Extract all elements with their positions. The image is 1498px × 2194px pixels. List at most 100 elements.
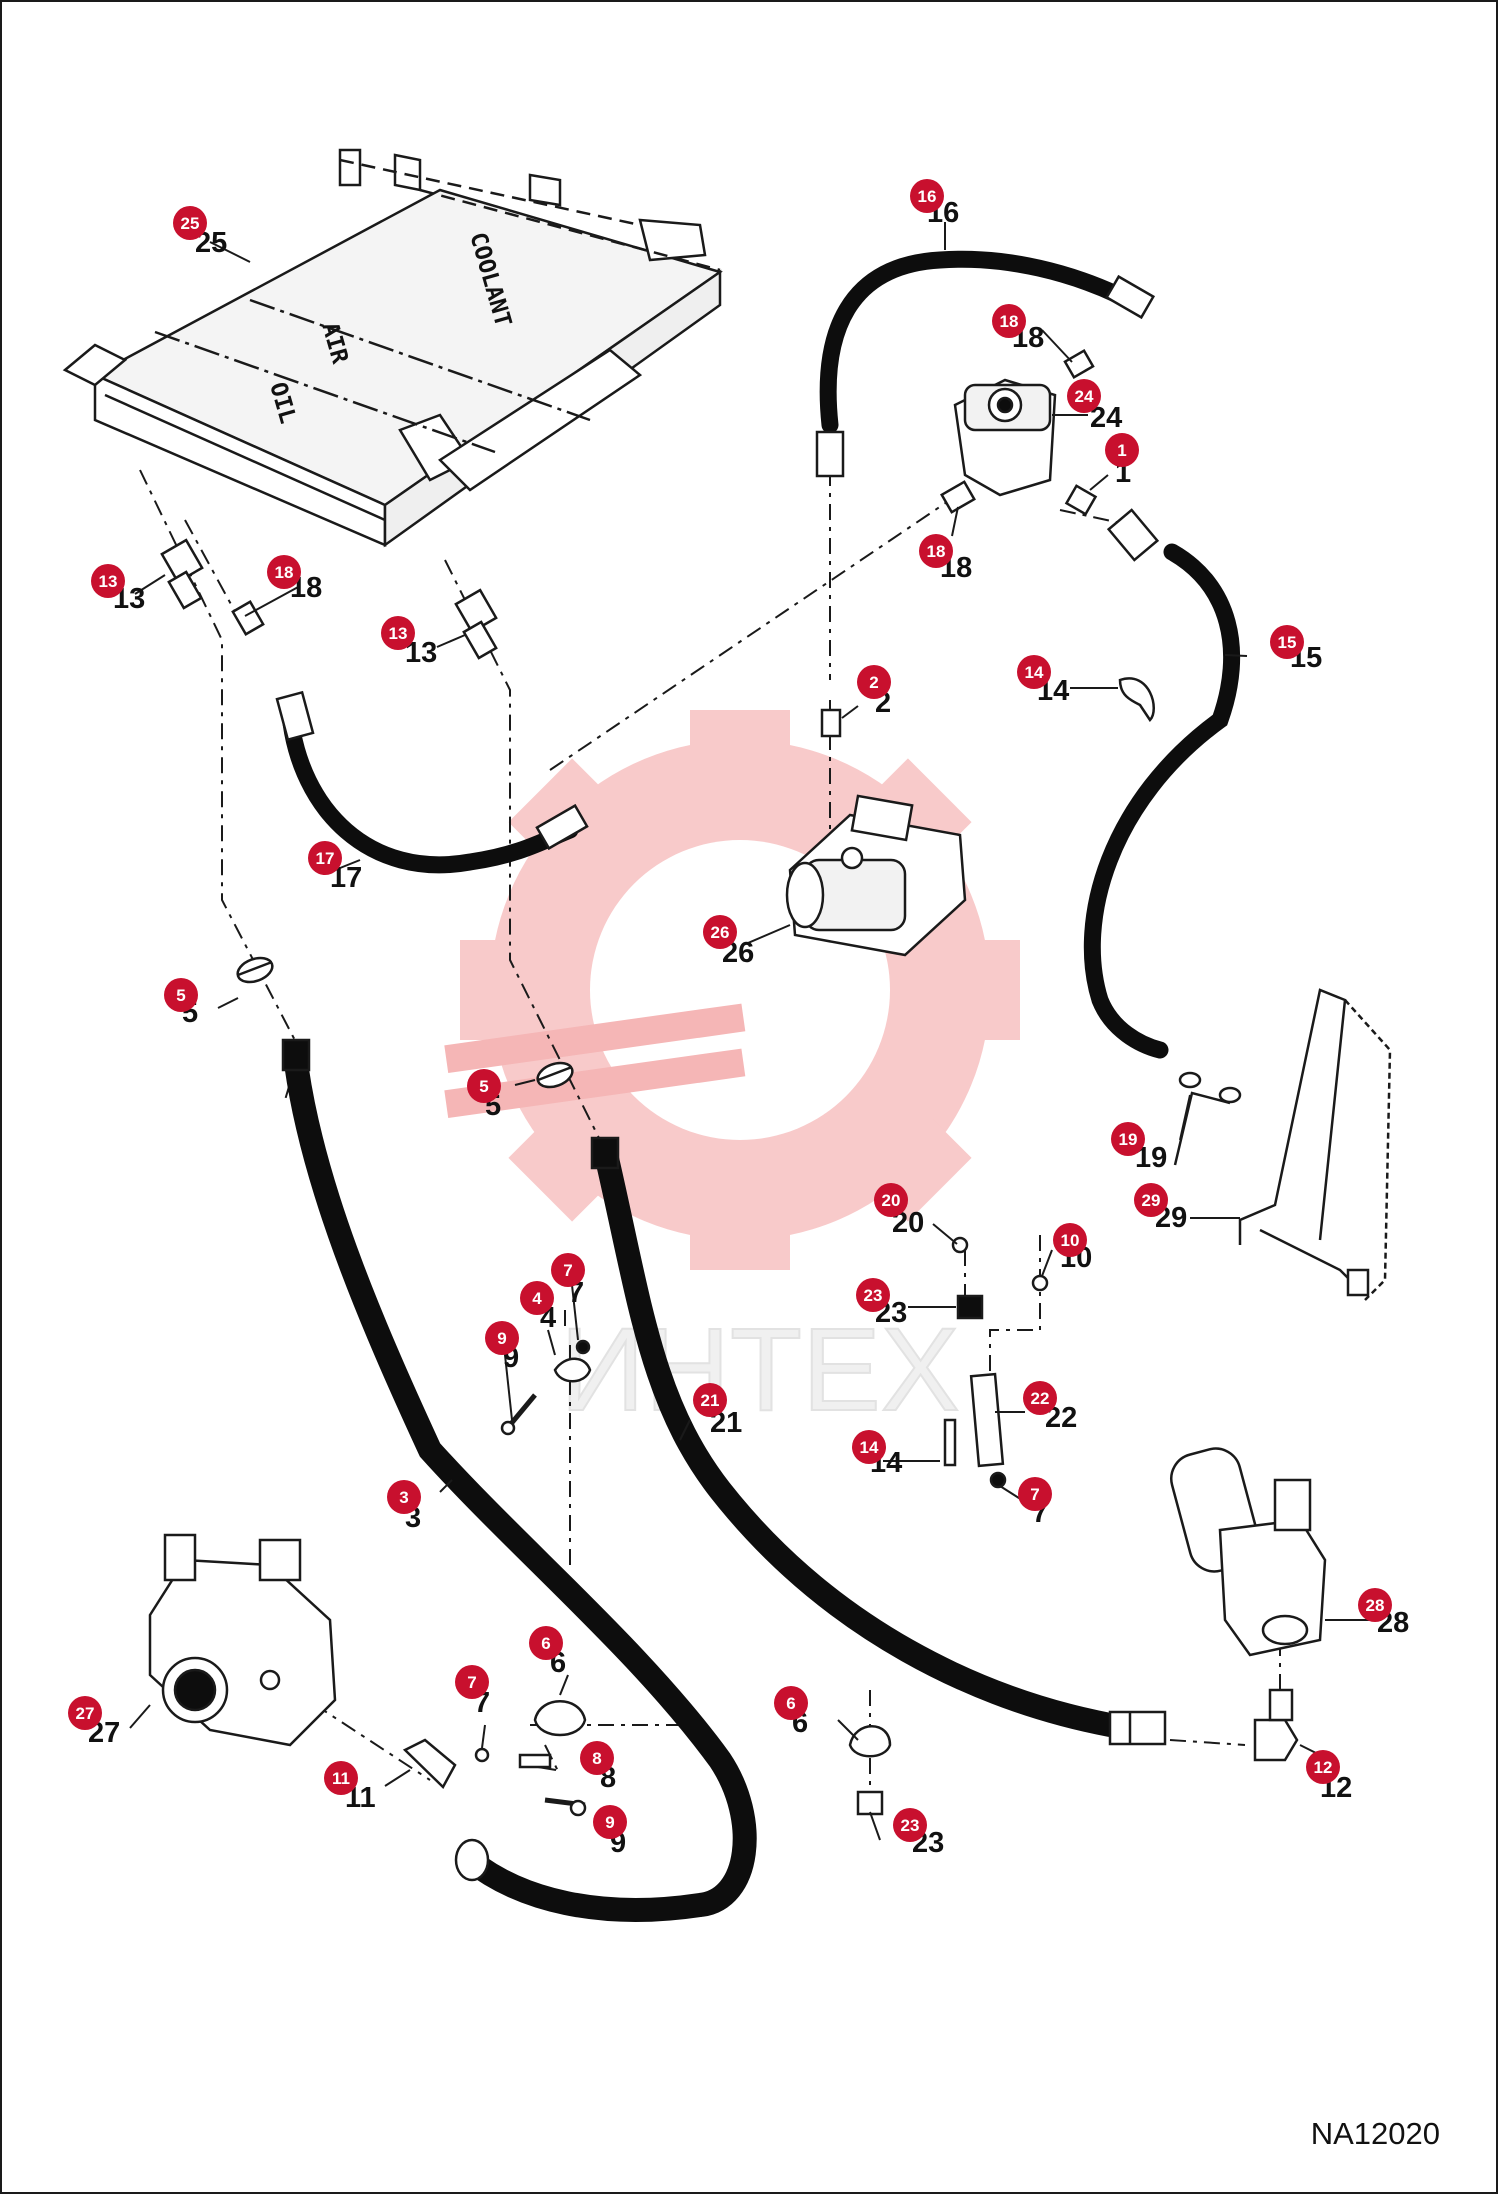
badge-23-lower[interactable]: 23: [893, 1808, 927, 1842]
badge-25[interactable]: 25: [173, 206, 207, 240]
svg-text:28: 28: [1366, 1596, 1385, 1615]
badge-3[interactable]: 3: [387, 1480, 421, 1514]
hose-17: [281, 706, 579, 874]
badge-22[interactable]: 22: [1023, 1381, 1057, 1415]
gear-pump-24: [953, 378, 1057, 497]
hose-end-21-right: [1108, 1710, 1167, 1746]
watermark-text: ИНТЕХ: [560, 1304, 960, 1436]
badge-7-top[interactable]: 7: [551, 1253, 585, 1287]
strap-14-lower: [943, 1418, 957, 1467]
fitting-18-left: [231, 600, 265, 636]
badge-2[interactable]: 2: [857, 665, 891, 699]
svg-text:8: 8: [592, 1749, 601, 1768]
fitting-13-left: [160, 538, 204, 610]
badge-10[interactable]: 10: [1053, 1223, 1087, 1257]
svg-text:7: 7: [563, 1261, 572, 1280]
fitting-18-top: [1063, 348, 1095, 380]
badge-1[interactable]: 1: [1105, 433, 1139, 467]
badge-20[interactable]: 20: [874, 1183, 908, 1217]
svg-text:7: 7: [467, 1673, 476, 1692]
hydrostatic-motor-27: [148, 1533, 337, 1747]
svg-text:26: 26: [711, 923, 730, 942]
svg-text:23: 23: [864, 1286, 883, 1305]
svg-text:9: 9: [605, 1813, 614, 1832]
bolt-20: [951, 1236, 969, 1254]
nut-7-mid: [474, 1747, 490, 1763]
svg-text:19: 19: [1119, 1130, 1138, 1149]
drawing-number: NA12020: [1310, 2116, 1440, 2151]
mounting-bracket-29: [1238, 988, 1392, 1301]
badge-9-lower[interactable]: 9: [593, 1805, 627, 1839]
hose-end-17-right: [535, 803, 589, 851]
bolt-9-upper: [500, 1393, 537, 1436]
clamp-6-lower: [848, 1725, 892, 1758]
badge-8[interactable]: 8: [580, 1741, 614, 1775]
svg-text:18: 18: [275, 563, 294, 582]
badge-6-right[interactable]: 6: [774, 1686, 808, 1720]
hose-end-3-bottom: [454, 1838, 490, 1882]
badge-18-mid[interactable]: 18: [919, 534, 953, 568]
svg-text:21: 21: [701, 1391, 720, 1410]
svg-text:20: 20: [882, 1191, 901, 1210]
badge-29[interactable]: 29: [1134, 1183, 1168, 1217]
callout-badges: 1 2 3 4 5 5 6 6 7 7 7 8 9 9 10 11 12 13 …: [68, 179, 1392, 1842]
badge-12[interactable]: 12: [1306, 1750, 1340, 1784]
badge-13-left[interactable]: 13: [91, 564, 125, 598]
fitting-13-right: [454, 588, 498, 660]
badge-5-right[interactable]: 5: [467, 1069, 501, 1103]
badge-7-mid[interactable]: 7: [455, 1665, 489, 1699]
badge-6-left[interactable]: 6: [529, 1626, 563, 1660]
badge-18-left[interactable]: 18: [267, 555, 301, 589]
hose-16: [819, 250, 1127, 434]
badge-15[interactable]: 15: [1270, 625, 1304, 659]
badge-23-upper[interactable]: 23: [856, 1278, 890, 1312]
svg-text:6: 6: [786, 1694, 795, 1713]
hose-end-17-top: [275, 690, 315, 742]
radiator-cooler: COOLANT AIR OIL: [62, 148, 723, 548]
svg-text:17: 17: [316, 849, 335, 868]
svg-text:13: 13: [389, 624, 408, 643]
badge-24[interactable]: 24: [1067, 379, 1101, 413]
badge-14-upper[interactable]: 14: [1017, 655, 1051, 689]
clamps-hardware: [236, 677, 1242, 1817]
svg-text:14: 14: [860, 1438, 879, 1457]
badge-28[interactable]: 28: [1358, 1588, 1392, 1622]
svg-text:10: 10: [1061, 1231, 1080, 1250]
badge-21[interactable]: 21: [693, 1383, 727, 1417]
hydraulic-pump-26: [785, 794, 967, 957]
badge-9-upper[interactable]: 9: [485, 1321, 519, 1355]
svg-text:3: 3: [399, 1488, 408, 1507]
hydraulic-hoses: [281, 250, 1241, 1922]
fittings: [160, 274, 1299, 1882]
nut-7-lower: [989, 1471, 1007, 1489]
clamp-23-lower: [856, 1790, 884, 1816]
svg-text:23: 23: [901, 1816, 920, 1835]
badge-26[interactable]: 26: [703, 915, 737, 949]
svg-text:22: 22: [1031, 1389, 1050, 1408]
badge-16[interactable]: 16: [910, 179, 944, 213]
badge-4[interactable]: 4: [520, 1281, 554, 1315]
badge-14-lower[interactable]: 14: [852, 1430, 886, 1464]
badge-7-right[interactable]: 7: [1018, 1477, 1052, 1511]
fitting-11: [402, 1738, 457, 1790]
filter-assembly-28: [1170, 1447, 1327, 1657]
svg-text:18: 18: [1000, 312, 1019, 331]
fitting-12: [1253, 1688, 1299, 1762]
badge-17[interactable]: 17: [308, 841, 342, 875]
badge-18-top[interactable]: 18: [992, 304, 1026, 338]
svg-text:18: 18: [927, 542, 946, 561]
bolt-9-lower: [544, 1797, 587, 1817]
svg-text:27: 27: [76, 1704, 95, 1723]
bracket-22: [969, 1372, 1005, 1468]
badge-5-left[interactable]: 5: [164, 978, 198, 1012]
badge-19[interactable]: 19: [1111, 1122, 1145, 1156]
svg-text:5: 5: [176, 986, 185, 1005]
hose-21: [593, 1138, 1122, 1737]
clamp-4: [553, 1357, 592, 1383]
badge-13-right[interactable]: 13: [381, 616, 415, 650]
badge-27[interactable]: 27: [68, 1696, 102, 1730]
fitting-1: [1064, 484, 1098, 516]
badge-11[interactable]: 11: [324, 1761, 358, 1795]
